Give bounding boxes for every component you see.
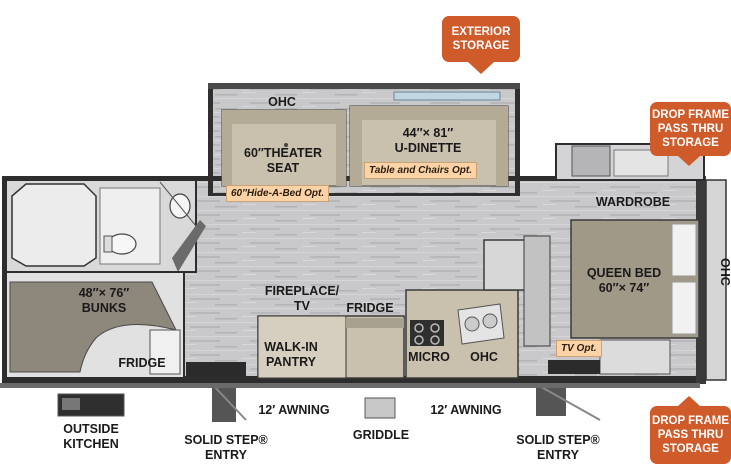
step-entry-left-label: SOLID STEP® ENTRY (184, 433, 268, 462)
awning-left-label: 12′ AWNING (258, 403, 330, 417)
nightstand (599, 339, 671, 375)
kitchen-counter (405, 289, 519, 379)
drop-frame-bottom-pointer (678, 396, 700, 406)
exterior-storage-pointer (468, 62, 494, 74)
outside-kitchen-label: OUTSIDE KITCHEN (63, 422, 119, 451)
fridge-label: FRIDGE (346, 301, 394, 315)
fireplace-tv-label: FIREPLACE/ TV (264, 284, 340, 313)
dinette-label: 44″× 81″ U-DINETTE (394, 126, 462, 155)
drop-frame-top-pointer (678, 156, 700, 166)
drop-frame-bottom-badge: DROP FRAME PASS THRU STORAGE (650, 406, 731, 464)
bunk-area (5, 271, 185, 379)
awning-bar (0, 383, 700, 388)
hide-a-bed-option-tag: 60″Hide-A-Bed Opt. (226, 185, 330, 202)
bunks-label: 48″× 76″ BUNKS (78, 286, 130, 315)
slide-ohc-label: OHC (268, 95, 296, 109)
griddle (364, 397, 396, 419)
kitchen-cabinet (483, 235, 551, 347)
drop-frame-top-badge: DROP FRAME PASS THRU STORAGE (650, 102, 731, 156)
queen-bed (570, 179, 727, 381)
front-ohc-label: OHC (718, 258, 731, 286)
kitchen-ohc-label: OHC (470, 350, 498, 364)
step-entry-right-label: SOLID STEP® ENTRY (516, 433, 600, 462)
bunk-fridge-label: FRIDGE (118, 356, 166, 370)
theater-seat-label: 60″THEATER SEAT (244, 146, 322, 175)
theater-seat (221, 109, 347, 187)
wardrobe-label: WARDROBE (595, 195, 671, 209)
griddle-label: GRIDDLE (352, 428, 410, 442)
tv-option-tag: TV Opt. (556, 340, 602, 357)
pantry-block (257, 315, 405, 379)
table-chairs-option-tag: Table and Chairs Opt. (364, 162, 477, 179)
micro-label: MICRO (408, 350, 450, 364)
pantry-label: WALK-IN PANTRY (264, 340, 318, 369)
bathroom (5, 179, 206, 273)
entry-doors (186, 360, 601, 422)
queen-bed-label: QUEEN BED 60″× 74″ (586, 266, 662, 295)
exterior-storage-badge: EXTERIOR STORAGE (442, 16, 520, 62)
awning-right-label: 12′ AWNING (430, 403, 502, 417)
